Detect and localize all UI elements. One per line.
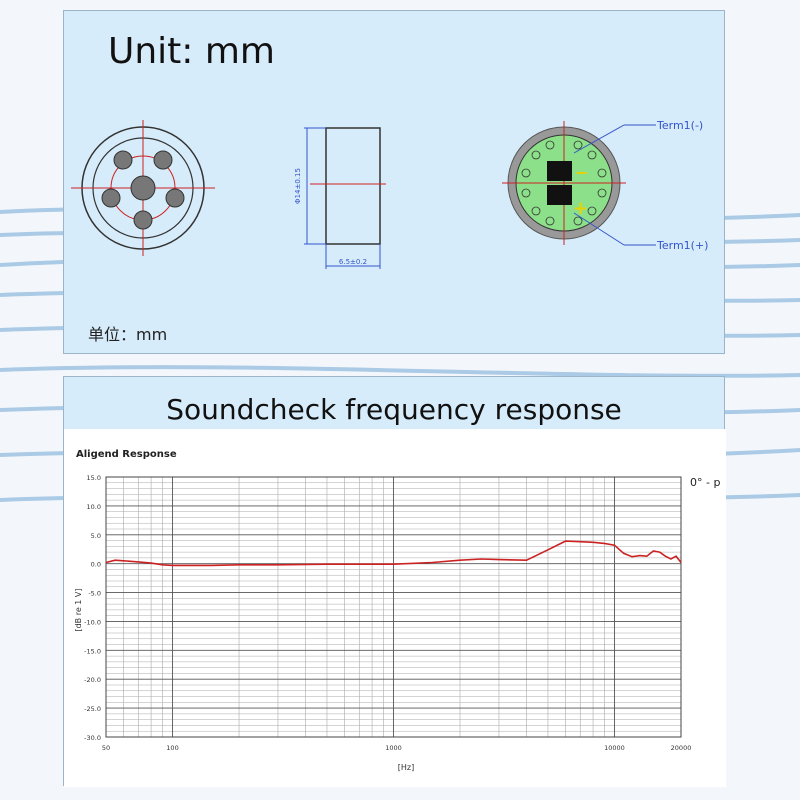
response-curve (105, 540, 682, 567)
term-positive-label: Term1(+) (656, 239, 708, 252)
x-tick-label: 100 (166, 744, 178, 752)
x-axis-label: [Hz] (398, 763, 414, 772)
x-tick-label: 10000 (604, 744, 625, 752)
y-tick-label: -15.0 (84, 647, 101, 655)
y-tick-label: -30.0 (84, 734, 101, 742)
y-tick-label: -25.0 (84, 705, 101, 713)
front-view-drawing (71, 120, 215, 256)
terminal-view-drawing: − + Term1(-) Term1(+) (502, 119, 708, 252)
x-tick-label: 20000 (671, 744, 692, 752)
angle-label: 0° - p (690, 476, 720, 489)
y-tick-label: 0.0 (91, 561, 101, 569)
y-tick-label: -5.0 (88, 590, 101, 598)
term-negative-label: Term1(-) (656, 119, 703, 132)
frequency-response-title: Soundcheck frequency response (166, 393, 622, 426)
frequency-response-panel: Soundcheck frequency response Aligend Re… (63, 376, 726, 787)
x-tick-label: 50 (102, 744, 110, 752)
y-tick-label: 15.0 (87, 474, 101, 482)
minus-sign: − (575, 163, 588, 182)
chart-title: Aligend Response (76, 449, 177, 460)
frequency-response-chart: Aligend Response 0° - p 15.0 10.0 5.0 0.0 -5… (64, 429, 726, 787)
y-tick-label: -10.0 (84, 618, 101, 626)
plus-sign: + (573, 198, 588, 219)
y-tick-label: 5.0 (91, 532, 101, 540)
unit-note: 单位：mm (88, 325, 168, 344)
side-view-drawing: Φ14±0.15 6.5±0.2 (294, 127, 386, 269)
y-tick-label: -20.0 (84, 676, 101, 684)
plot-frame (105, 476, 682, 738)
height-dimension-label: Φ14±0.15 (294, 168, 302, 204)
unit-title: Unit: mm (108, 31, 275, 72)
y-axis-label: [dB re 1 V] (74, 588, 83, 631)
mechanical-drawings: Φ14±0.15 6.5±0.2 − + Term1(-) Term (71, 119, 708, 269)
y-tick-label: 10.0 (87, 503, 101, 511)
dimensions-panel: Unit: mm 单位：mm Φ14±0.15 (63, 10, 725, 354)
depth-dimension-label: 6.5±0.2 (339, 258, 367, 266)
x-tick-label: 1000 (385, 744, 402, 752)
